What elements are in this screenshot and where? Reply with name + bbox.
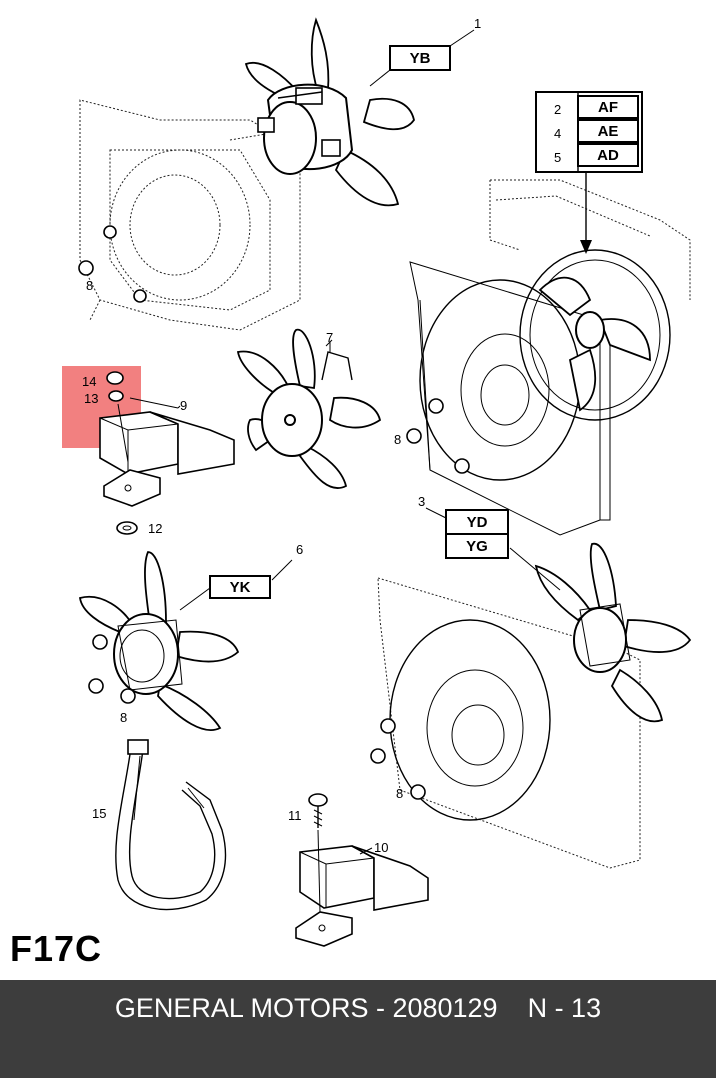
- figure-label: F17C: [10, 928, 103, 969]
- part-number-12: 12: [148, 521, 162, 536]
- part-numbers: 7 8 8 8 8 9 10 11 12 13 14 15: [82, 278, 403, 855]
- callout-part-3: YD YG 3: [418, 494, 509, 559]
- code-ad: AD: [597, 147, 619, 164]
- fan-shroud-lower-right: [377, 543, 692, 869]
- bracket-10: [295, 793, 429, 947]
- nut-8-right-group: [406, 398, 470, 474]
- part-number-6: 6: [296, 542, 303, 557]
- callout-part-1: YB 1: [389, 16, 481, 71]
- part-number-1: 1: [474, 16, 481, 31]
- callout-parts-2-4-5: 2 4 5 AF AE AD: [535, 91, 643, 173]
- footer-text: GENERAL MOTORS - 2080129 N - 13: [114, 993, 602, 1023]
- fan-shroud-upper-right: [409, 172, 691, 536]
- part-number-10: 10: [374, 840, 388, 855]
- part-number-3: 3: [418, 494, 425, 509]
- strap-15: [115, 739, 227, 911]
- part-number-9: 9: [180, 398, 187, 413]
- code-yb: YB: [410, 50, 431, 67]
- fan-6: [78, 551, 240, 731]
- part-number-4: 4: [554, 126, 561, 141]
- part-number-5: 5: [554, 150, 561, 165]
- part-number-2: 2: [554, 102, 561, 117]
- part-number-8-b: 8: [394, 432, 401, 447]
- nut-8-upper-group: [78, 225, 147, 303]
- part-number-13: 13: [84, 391, 98, 406]
- exploded-parts-diagram: YB 1 2 4 5 AF AE AD YD YG 3 YK 6 7 8 8 8…: [62, 16, 692, 947]
- part-number-14: 14: [82, 374, 96, 389]
- fan-motor-1: [244, 17, 415, 207]
- code-yk: YK: [230, 579, 251, 596]
- leader-lines: [177, 29, 578, 855]
- code-af: AF: [598, 99, 618, 116]
- part-number-8-c: 8: [120, 710, 127, 725]
- fan-7: [236, 329, 382, 489]
- callout-part-6: YK 6: [209, 542, 303, 599]
- code-ae: AE: [598, 123, 619, 140]
- code-yd: YD: [467, 514, 488, 531]
- part-number-8-a: 8: [86, 278, 93, 293]
- nut-8-lower-group: [370, 718, 426, 800]
- part-number-8-d: 8: [396, 786, 403, 801]
- part-number-7: 7: [326, 330, 333, 345]
- bracket-9: [99, 371, 235, 535]
- part-number-15: 15: [92, 806, 106, 821]
- code-yg: YG: [466, 538, 488, 555]
- footer-bar: GENERAL MOTORS - 2080129 N - 13: [0, 980, 716, 1078]
- part-number-11: 11: [288, 808, 302, 823]
